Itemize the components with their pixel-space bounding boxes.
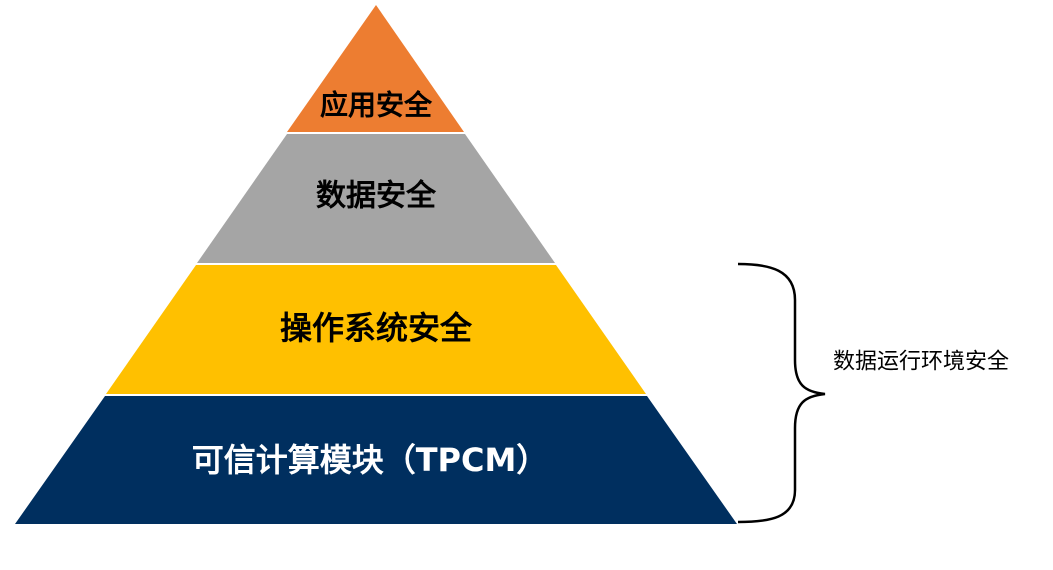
- tier-label-application-security: 应用安全: [320, 89, 433, 122]
- curly-brace-bracket: [737, 262, 826, 524]
- bracket-label-data-runtime-environment-security: 数据运行环境安全: [833, 350, 1009, 375]
- pyramid-tier-tpcm: [15, 396, 737, 524]
- tier-label-tpcm: 可信计算模块（TPCM）: [192, 441, 549, 479]
- pyramid-tier-os-security: [106, 265, 646, 394]
- pyramid-tier-application-security: [287, 5, 464, 132]
- tier-label-data-security: 数据安全: [316, 179, 437, 214]
- tier-label-os-security: 操作系统安全: [280, 309, 473, 347]
- pyramid-tier-data-security: [197, 134, 555, 263]
